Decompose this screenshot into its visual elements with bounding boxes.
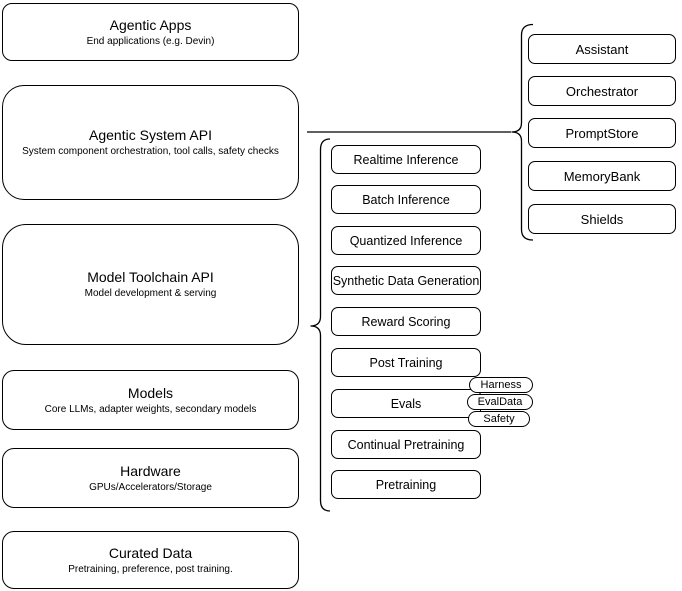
node-label: Synthetic Data Generation <box>332 273 480 288</box>
node-realtime-inference: Realtime Inference <box>331 145 481 174</box>
node-label: Quantized Inference <box>349 233 463 248</box>
node-shields: Shields <box>528 204 676 234</box>
node-evals: Evals <box>331 389 481 418</box>
node-label: Post Training <box>369 355 443 370</box>
node-agentic-apps: Agentic Apps End applications (e.g. Devi… <box>2 3 299 61</box>
node-assistant: Assistant <box>528 34 676 64</box>
node-label: Reward Scoring <box>361 314 451 329</box>
node-hardware: Hardware GPUs/Accelerators/Storage <box>2 448 299 508</box>
node-subtitle: Pretraining, preference, post training. <box>68 563 233 575</box>
node-title: Agentic System API <box>89 127 212 143</box>
node-label: PromptStore <box>565 125 639 141</box>
node-curated-data: Curated Data Pretraining, preference, po… <box>2 531 299 589</box>
node-title: Curated Data <box>108 544 193 561</box>
node-post-training: Post Training <box>331 348 481 377</box>
node-label: MemoryBank <box>563 168 641 184</box>
node-label: Shields <box>580 211 624 227</box>
node-label: Realtime Inference <box>353 152 459 167</box>
node-batch-inference: Batch Inference <box>331 185 481 214</box>
node-orchestrator: Orchestrator <box>528 76 676 106</box>
node-subtitle: Model development & serving <box>84 288 217 299</box>
node-subtitle: GPUs/Accelerators/Storage <box>89 481 212 493</box>
node-memorybank: MemoryBank <box>528 161 676 191</box>
node-label: Continual Pretraining <box>347 437 465 452</box>
node-models: Models Core LLMs, adapter weights, secon… <box>2 370 299 430</box>
toolchain-components-brace <box>310 138 331 512</box>
node-quantized-inference: Quantized Inference <box>331 226 481 255</box>
node-reward-scoring: Reward Scoring <box>331 307 481 336</box>
node-title: Agentic Apps <box>109 16 192 33</box>
node-label: Batch Inference <box>362 192 450 207</box>
tag-harness: Harness <box>469 377 533 393</box>
node-agentic-system-api: Agentic System API System component orch… <box>2 85 299 200</box>
node-title: Models <box>127 384 174 401</box>
node-promptstore: PromptStore <box>528 118 676 148</box>
node-pretraining: Pretraining <box>331 470 481 499</box>
node-subtitle: End applications (e.g. Devin) <box>86 35 215 47</box>
node-label: Assistant <box>575 41 629 57</box>
node-subtitle: Core LLMs, adapter weights, secondary mo… <box>44 403 257 415</box>
node-synthetic-data-generation: Synthetic Data Generation <box>331 266 481 295</box>
node-model-toolchain-api: Model Toolchain API Model development & … <box>2 224 299 345</box>
node-label: Pretraining <box>375 477 437 492</box>
node-title: Model Toolchain API <box>87 269 214 285</box>
tag-safety: Safety <box>468 411 530 427</box>
node-title: Hardware <box>120 462 181 479</box>
node-label: Orchestrator <box>565 83 639 99</box>
node-subtitle: System component orchestration, tool cal… <box>22 146 279 157</box>
tag-evaldata: EvalData <box>467 394 533 410</box>
node-label: Evals <box>390 396 422 411</box>
node-continual-pretraining: Continual Pretraining <box>331 430 481 459</box>
